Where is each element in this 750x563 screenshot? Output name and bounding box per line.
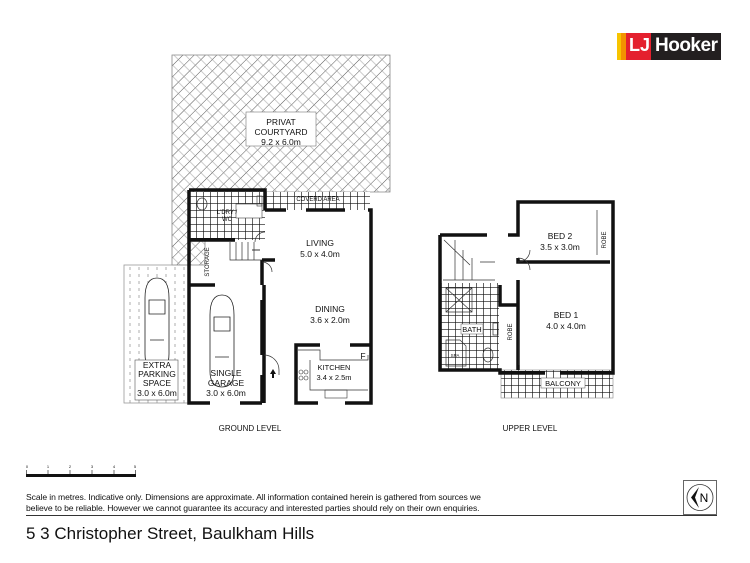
spa-label: SPA <box>451 353 460 358</box>
balcony-label: BALCONY <box>545 379 581 388</box>
toilet-icon <box>196 197 208 211</box>
garage-label: SINGLE <box>210 368 242 378</box>
bath-label: BATH <box>462 325 481 334</box>
logo-lj-text: LJ <box>629 35 651 55</box>
kitchen-size: 3.4 x 2.5m <box>316 373 351 382</box>
bed2-robe-label: ROBE <box>602 231 608 248</box>
cooktop-icon <box>298 369 309 381</box>
covered-area <box>265 192 370 210</box>
bed1-label: BED 1 <box>554 310 579 320</box>
laundry-label: L'DRY / <box>217 210 238 216</box>
garage-size: 3.0 x 6.0m <box>206 388 246 398</box>
logo-hooker-text: Hooker <box>655 35 718 56</box>
laundry-label-2: WC <box>222 217 233 223</box>
garage-label-2: GARAGE <box>208 378 245 388</box>
bed2-size: 3.5 x 3.0m <box>540 242 580 252</box>
living-label: LIVING <box>306 238 334 248</box>
ground-level-plan: PRIVAT COURTYARD 9.2 x 6.0m COVERD AREA … <box>123 54 391 433</box>
courtyard-label-2: COURTYARD <box>254 127 307 137</box>
dining-label: DINING <box>315 304 345 314</box>
car-icon <box>209 294 235 388</box>
scale-tick: 3 <box>91 464 94 469</box>
disclaimer-line-2: believe to be reliable. However we canno… <box>26 503 480 513</box>
scale-tick: 2 <box>69 464 72 469</box>
bed1-robe-label: ROBE <box>508 323 514 340</box>
parking-label: EXTRA <box>143 360 172 370</box>
property-address: 5 3 Christopher Street, Baulkham Hills <box>26 524 315 543</box>
lj-hooker-logo: LJ Hooker <box>617 33 721 60</box>
upper-level-plan: BED 2 3.5 x 3.0m ROBE BED 1 4.0 x 4.0m R… <box>438 200 615 433</box>
parking-size: 3.0 x 6.0m <box>137 388 177 398</box>
kitchen-label: KITCHEN <box>318 363 351 372</box>
courtyard-label: PRIVAT <box>266 117 295 127</box>
scale-tick: 5 <box>134 464 137 469</box>
divider <box>26 515 717 516</box>
scale-tick: 4 <box>113 464 116 469</box>
sink-icon <box>324 389 348 399</box>
car-icon <box>144 277 170 371</box>
courtyard-size: 9.2 x 6.0m <box>261 137 301 147</box>
north-arrow-icon: N <box>683 480 717 515</box>
upper-level-label: UPPER LEVEL <box>503 424 558 433</box>
north-label: N <box>700 491 709 505</box>
disclaimer-line-1: Scale in metres. Indicative only. Dimens… <box>26 492 481 502</box>
parking-label-3: SPACE <box>143 378 172 388</box>
scale-bar: 0 1 2 3 4 5 <box>26 464 137 477</box>
bed2-label: BED 2 <box>548 231 573 241</box>
storage-label: STORAGE <box>205 247 211 276</box>
parking-label-2: PARKING <box>138 369 176 379</box>
ground-level-label: GROUND LEVEL <box>219 424 282 433</box>
living-size: 5.0 x 4.0m <box>300 249 340 259</box>
covered-area-label: COVERD AREA <box>296 197 339 203</box>
bed1-size: 4.0 x 4.0m <box>546 321 586 331</box>
scale-tick: 0 <box>26 464 29 469</box>
entry-arrow-icon <box>270 369 276 378</box>
dining-size: 3.6 x 2.0m <box>310 315 350 325</box>
fridge-label: F <box>360 351 365 361</box>
scale-tick: 1 <box>47 464 50 469</box>
